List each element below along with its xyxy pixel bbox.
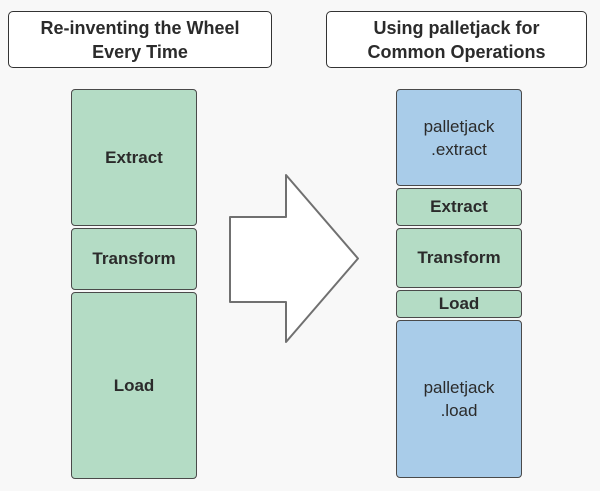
palletjack-load-line1: palletjack [423, 378, 495, 397]
right-extract-label: Extract [430, 197, 488, 216]
palletjack-extract-line2: .extract [431, 139, 487, 159]
left-transform-label: Transform [92, 249, 176, 268]
palletjack-load-block: palletjack .load [396, 320, 522, 478]
left-title-line1: Re-inventing the Wheel [40, 17, 240, 38]
palletjack-load-line2: .load [440, 401, 478, 420]
right-extract-block: Extract [396, 188, 522, 226]
right-load-block: Load [396, 290, 522, 318]
right-load-label: Load [438, 294, 480, 313]
left-load-block: Load [71, 292, 197, 479]
palletjack-extract-line1: palletjack [423, 116, 495, 136]
left-transform-block: Transform [71, 228, 197, 290]
right-title-line2: Common Operations [367, 41, 546, 62]
palletjack-extract-block: palletjack .extract [396, 89, 522, 186]
right-transform-block: Transform [396, 228, 522, 288]
left-title-line2: Every Time [92, 41, 188, 62]
left-title-box: Re-inventing the Wheel Every Time [8, 11, 272, 68]
left-extract-label: Extract [105, 147, 163, 167]
right-arrow-icon [229, 174, 359, 343]
right-palletjack-column: palletjack .extract Extract Transform Lo… [396, 89, 522, 478]
left-extract-block: Extract [71, 89, 197, 226]
left-load-label: Load [113, 375, 155, 395]
left-etl-column: Extract Transform Load [71, 89, 197, 479]
right-title-box: Using palletjack for Common Operations [326, 11, 587, 68]
right-title-line1: Using palletjack for [373, 17, 540, 38]
right-transform-label: Transform [417, 248, 501, 267]
